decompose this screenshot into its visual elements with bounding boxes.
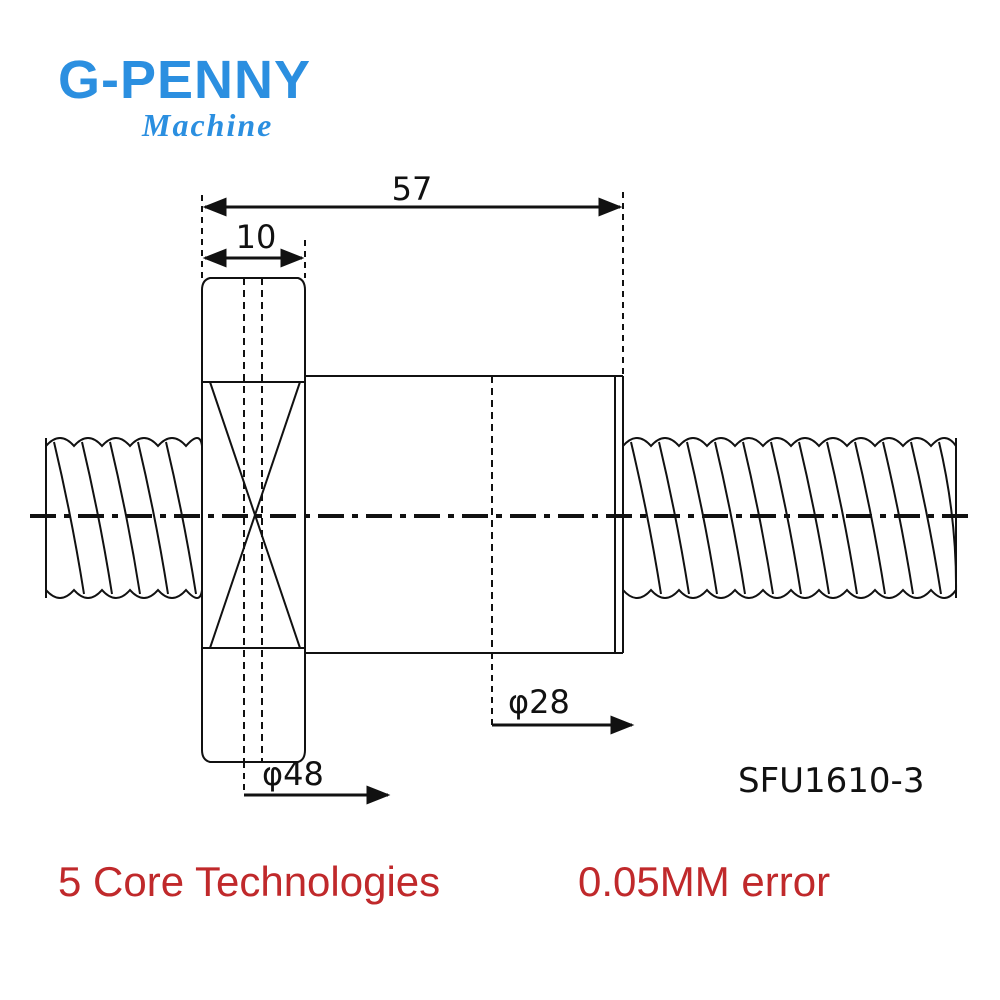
hidden-lines xyxy=(243,278,493,762)
dimension-body-diameter: φ28 xyxy=(492,683,635,735)
thread-edge xyxy=(45,437,203,448)
thread-line xyxy=(137,441,169,595)
dimension-flange-diameter: φ48 xyxy=(244,755,391,805)
dimension-10-label: 10 xyxy=(236,218,277,256)
extension-lines xyxy=(201,192,624,795)
thread-edge xyxy=(622,437,957,448)
thread-edge xyxy=(622,588,957,599)
model-label: SFU1610-3 xyxy=(738,761,924,801)
nut-flange xyxy=(201,277,306,763)
dimension-phi48-label: φ48 xyxy=(262,755,324,793)
dimension-flange-width: 10 xyxy=(202,218,305,268)
tagline-right: 0.05MM error xyxy=(578,858,830,905)
brand-logo-subtext: Machine xyxy=(141,107,273,143)
thread-line xyxy=(53,441,85,595)
dimension-overall-length: 57 xyxy=(202,170,623,217)
thread-line xyxy=(826,441,858,595)
tagline-left: 5 Core Technologies xyxy=(58,858,440,905)
dimension-57-label: 57 xyxy=(392,170,433,208)
thread-line xyxy=(714,441,746,595)
dimension-phi28-label: φ28 xyxy=(508,683,570,721)
thread-line xyxy=(630,441,662,595)
thread-edge xyxy=(45,588,203,599)
thread-line xyxy=(910,441,942,595)
brand-logo-text: G-PENNY xyxy=(58,50,311,110)
